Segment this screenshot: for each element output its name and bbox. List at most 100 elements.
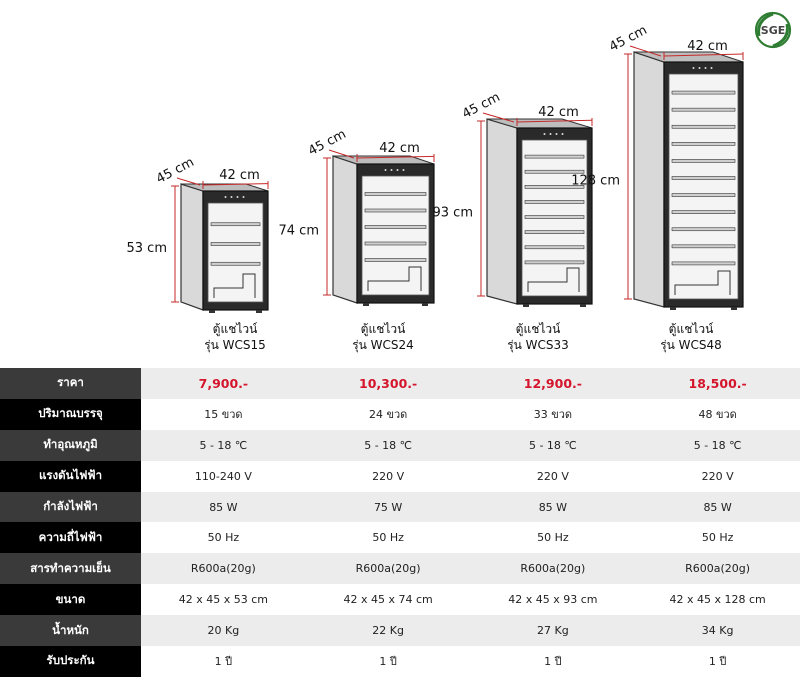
wine-cabinet-1 [180, 183, 269, 313]
cell-value: 5 - 18 ℃ [141, 429, 306, 461]
row-label: แรงดันไฟฟ้า [0, 460, 141, 492]
cabinet-shelf [671, 193, 736, 197]
control-button-icon [710, 67, 713, 69]
cabinet-shelf [671, 107, 736, 112]
depth-dimension-line [328, 149, 355, 159]
height-label: 53 cm [127, 241, 168, 256]
control-button-icon [704, 67, 707, 69]
cabinet-shelf [671, 210, 736, 214]
caption-model: รุ่น WCS15 [204, 338, 266, 352]
cell-value: 5 - 18 ℃ [305, 429, 471, 461]
model-caption-wcs48: ตู้แชไวน์ รุ่น WCS48 [621, 321, 761, 353]
cell-value: 85 W [141, 491, 306, 523]
cell-value: 33 ขวด [470, 398, 636, 430]
cell-value: 12,900.- [470, 368, 636, 399]
cabinet-shelf [671, 124, 736, 129]
caption-type: ตู้แชไวน์ [212, 322, 258, 336]
width-label: 42 cm [219, 168, 260, 183]
cell-value: 85 W [635, 491, 800, 523]
cabinet-bottom-rack [674, 270, 731, 295]
cell-value: 1 ปี [305, 646, 471, 677]
row-label: ราคา [0, 368, 141, 399]
spec-table: ราคา 7,900.- 10,300.- 12,900.- 18,500.- … [0, 368, 800, 677]
row-voltage: แรงดันไฟฟ้า 110-240 V 220 V 220 V 220 V [0, 460, 800, 492]
caption-model: รุ่น WCS24 [352, 338, 414, 352]
wine-cabinet-4 [633, 51, 744, 310]
cell-value: 220 V [305, 460, 471, 492]
control-button-icon [543, 133, 546, 135]
row-price: ราคา 7,900.- 10,300.- 12,900.- 18,500.- [0, 368, 800, 399]
cell-value: 24 ขวด [305, 398, 471, 430]
cabinet-shelf [364, 241, 427, 246]
control-button-icon [561, 133, 564, 135]
cabinet-shelf [364, 208, 427, 213]
row-warranty: รับประกัน 1 ปี 1 ปี 1 ปี 1 ปี [0, 646, 800, 677]
cabinet-foot [670, 307, 676, 310]
control-button-icon [555, 133, 558, 135]
cell-value: 42 x 45 x 74 cm [305, 584, 471, 616]
wine-cabinet-2 [332, 155, 435, 306]
sge-logo: SGE [754, 11, 792, 49]
row-label: สารทำความเย็น [0, 553, 141, 585]
cabinet-shelf [210, 261, 261, 266]
model-caption-wcs15: ตู้แชไวน์ รุ่น WCS15 [165, 321, 305, 353]
cell-value: 42 x 45 x 128 cm [635, 584, 800, 616]
cell-value: R600a(20g) [635, 553, 800, 585]
cabinet-shelf [210, 242, 261, 246]
row-capacity: ปริมาณบรรจุ 15 ขวด 24 ขวด 33 ขวด 48 ขวด [0, 398, 800, 430]
width-label: 42 cm [379, 141, 420, 156]
model-caption-wcs33: ตู้แชไวน์ รุ่น WCS33 [468, 321, 608, 353]
cabinet-bottom-rack [367, 266, 422, 291]
cell-value: 1 ปี [141, 646, 306, 677]
cell-value: 18,500.- [635, 368, 800, 399]
cabinet-shelf [671, 159, 736, 163]
cell-value: 20 Kg [141, 615, 306, 647]
control-button-icon [390, 169, 393, 171]
cabinet-shelf [364, 225, 427, 229]
cabinet-foot [256, 310, 262, 313]
row-label: ปริมาณบรรจุ [0, 398, 141, 430]
cabinet-shelf [671, 90, 736, 95]
cell-value: 42 x 45 x 93 cm [470, 584, 636, 616]
caption-type: ตู้แชไวน์ [515, 322, 561, 336]
cell-value: 220 V [635, 460, 800, 492]
cell-value: 1 ปี [635, 646, 800, 677]
cabinet-shelf [671, 227, 736, 232]
cell-value: R600a(20g) [141, 553, 306, 585]
row-temperature: ทำอุณหภูมิ 5 - 18 ℃ 5 - 18 ℃ 5 - 18 ℃ 5 … [0, 429, 800, 461]
cabinet-shelf [210, 222, 261, 227]
cabinet-shelf [671, 261, 736, 266]
cell-value: 34 Kg [635, 615, 800, 647]
cell-value: 5 - 18 ℃ [635, 429, 800, 461]
cabinet-bottom-rack [527, 267, 580, 292]
cabinet-side-panel [633, 51, 665, 308]
cabinet-shelf [524, 230, 585, 234]
cabinet-side-panel [486, 118, 518, 305]
cabinet-shelf [671, 176, 736, 180]
cabinet-shelf [671, 142, 736, 146]
control-button-icon [549, 133, 552, 135]
control-button-icon [396, 169, 399, 171]
cell-value: 85 W [470, 491, 636, 523]
width-dimension-line [663, 53, 744, 57]
caption-type: ตู้แชไวน์ [668, 322, 714, 336]
cabinet-foot [422, 303, 428, 306]
cell-value: 50 Hz [141, 522, 306, 554]
control-button-icon [236, 196, 239, 198]
width-dimension-line [202, 183, 269, 186]
cell-value: 7,900.- [141, 368, 306, 399]
depth-dimension-line [482, 112, 515, 123]
cell-value: 22 Kg [305, 615, 471, 647]
cabinet-shelf [364, 258, 427, 262]
cell-value: 1 ปี [470, 646, 636, 677]
caption-type: ตู้แชไวน์ [360, 322, 406, 336]
model-caption-wcs24: ตู้แชไวน์ รุ่น WCS24 [313, 321, 453, 353]
cabinet-shelf [524, 260, 585, 265]
cabinet-side-panel [180, 183, 204, 311]
control-button-icon [230, 196, 233, 198]
control-button-icon [384, 169, 387, 171]
cabinet-glass-door [207, 202, 264, 303]
caption-model: รุ่น WCS33 [507, 338, 569, 352]
cabinet-bottom-rack [213, 273, 256, 298]
